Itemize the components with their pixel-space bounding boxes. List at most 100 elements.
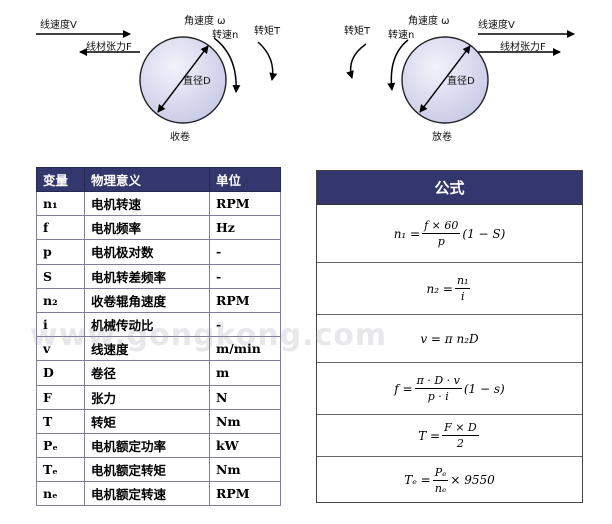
unwinder-velocity-label: 线速度V [478,18,515,31]
formula-row: v = π n₂D [317,315,582,363]
variable-unit: RPM [209,287,281,313]
header-variable: 变量 [36,167,85,192]
variable-meaning: 转矩 [84,408,210,434]
variable-meaning: 张力 [84,384,210,410]
unwinder-diameter-label: 直径D [447,74,475,87]
variable-meaning: 电机额定转矩 [84,457,210,483]
variable-meaning: 线速度 [84,336,210,362]
formula-lhs: v = π n₂D [420,331,479,346]
unwinder-tension-label: 线材张力F [500,40,546,53]
formula-numerator: F × D [442,421,479,436]
unwinder-torque-label: 转矩T [344,24,371,37]
formula-lhs: n₂ = [426,281,453,296]
formula-denominator: p [437,235,445,248]
winder-speed-label: 转速n [212,28,238,41]
variable-unit: m/min [209,336,281,362]
winder-tension-label: 线材张力F [86,40,132,53]
variable-symbol: i [36,311,85,338]
variable-symbol: n₂ [36,287,85,313]
formula-numerator: n₁ [454,274,471,289]
variable-symbol: p [36,239,85,265]
winder-diagram: 线速度V 线材张力F 直径D 角速度 ω 转速n 转矩T 收卷 [36,14,281,143]
variable-symbol: Tₑ [36,457,85,483]
variable-meaning: 电机转速 [84,190,210,217]
variable-unit: kW [209,432,281,459]
variable-meaning: 电机额定功率 [84,432,210,459]
variable-symbol: nₑ [36,481,85,507]
header-unit: 单位 [209,167,281,192]
unwinder-angular-label: 角速度 ω [408,14,450,27]
unwinder-speed-label: 转速n [388,28,414,41]
unwinder-diagram: 线速度V 线材张力F 直径D 角速度 ω 转速n 转矩T 放卷 [344,14,575,143]
variable-symbol: T [36,408,85,434]
variable-meaning: 机械传动比 [84,311,210,338]
formula-numerator: π · D · v [414,374,462,389]
formula-denominator: p · i [427,390,449,403]
formula-panel-title: 公式 [317,171,582,205]
variable-symbol: S [36,263,85,289]
variable-meaning: 电机频率 [84,215,210,241]
header-meaning: 物理意义 [84,167,210,192]
winder-torque-arrow [257,41,278,81]
formula-rhs: (1 − s) [463,381,505,396]
variable-symbol: v [36,336,85,362]
formula-lhs: f = [394,381,413,396]
variable-unit: - [209,311,281,338]
winder-angular-arrow [213,37,241,93]
formula-denominator: nₑ [434,481,447,495]
variable-meaning: 卷径 [84,360,210,386]
winding-diagrams: 线速度V 线材张力F 直径D 角速度 ω 转速n 转矩T 收卷 线速度V 线材张… [36,14,575,143]
variable-symbol: n₁ [36,190,85,217]
formula-denominator: 2 [456,437,464,450]
variable-symbol: D [36,360,85,386]
formula-rhs: × 9550 [450,473,495,487]
variable-meaning: 电机极对数 [84,239,210,265]
formula-numerator: Pₑ [432,465,449,481]
formula-lhs: Tₑ = [404,473,431,487]
variable-unit: RPM [209,190,281,217]
variable-meaning: 电机额定转速 [84,481,210,507]
variable-unit: N [209,384,281,410]
unwinder-caption: 放卷 [432,130,452,143]
formula-lhs: n₁ = [393,226,421,241]
variable-meaning: 电机转差频率 [84,263,210,289]
variable-symbol: F [36,384,85,410]
variable-unit: Hz [209,215,281,241]
winder-caption: 收卷 [170,130,190,143]
formula-lhs: T = [418,428,441,443]
variable-unit: - [209,239,281,265]
unwinder-torque-arrow [346,43,367,79]
variable-unit: Nm [209,408,281,434]
variable-meaning: 收卷辊角速度 [84,287,210,313]
variable-unit: Nm [209,457,281,483]
winder-diameter-label: 直径D [183,74,211,87]
unwinder-angular-arrow [387,39,409,91]
variable-unit: RPM [209,481,281,507]
formula-rhs: (1 − S) [462,226,506,241]
winder-angular-label: 角速度 ω [184,14,226,27]
formula-denominator: i [460,290,465,303]
variable-unit: m [209,360,281,386]
winder-torque-label: 转矩T [254,24,281,37]
